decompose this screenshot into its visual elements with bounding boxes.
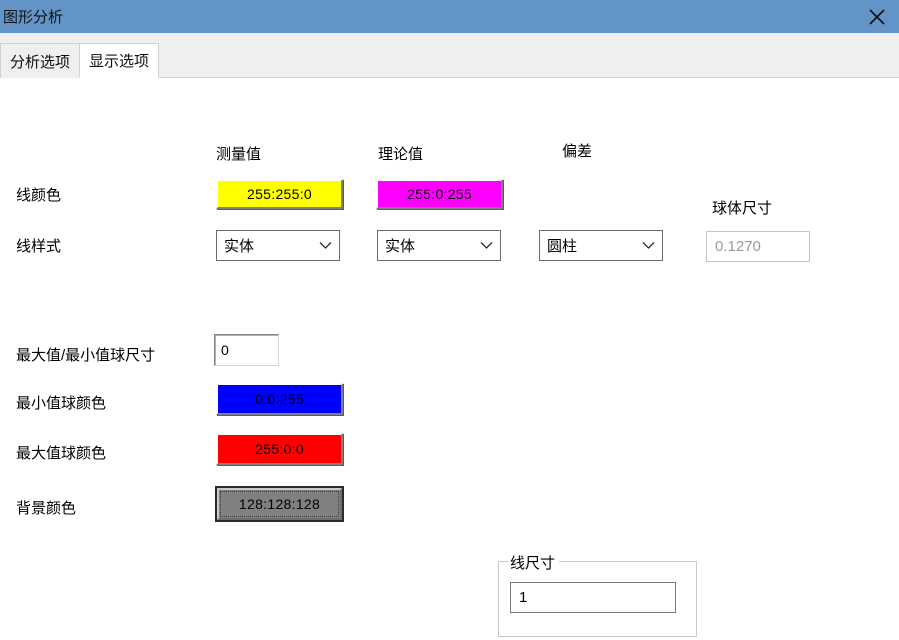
minmax-sphere-size-input[interactable]: 0	[214, 334, 279, 366]
label-minmax-sphere-size: 最大值/最小值球尺寸	[16, 347, 156, 364]
line-style-measured-value: 实体	[224, 238, 255, 255]
column-header-measured: 测量值	[216, 146, 262, 163]
line-color-measured-swatch[interactable]: 255:255:0	[216, 179, 343, 209]
line-color-measured-value: 255:255:0	[247, 186, 312, 202]
line-color-theoretical-swatch[interactable]: 255:0:255	[376, 179, 503, 209]
background-color-swatch[interactable]: 128:128:128	[215, 486, 344, 522]
min-sphere-color-value: 0:0:255	[255, 391, 304, 407]
min-sphere-color-swatch[interactable]: 0:0:255	[216, 383, 343, 415]
tab-strip: 分析选项 显示选项	[0, 33, 899, 78]
line-style-deviation-select[interactable]: 圆柱	[539, 230, 663, 261]
label-line-color: 线颜色	[16, 187, 62, 204]
chevron-down-icon	[311, 241, 339, 250]
label-max-sphere-color: 最大值球颜色	[16, 445, 107, 462]
chevron-down-icon	[634, 241, 662, 250]
line-style-deviation-value: 圆柱	[547, 238, 578, 255]
line-style-theoretical-value: 实体	[385, 238, 416, 255]
line-size-value: 1	[519, 589, 528, 606]
label-min-sphere-color: 最小值球颜色	[16, 395, 107, 412]
line-color-theoretical-value: 255:0:255	[407, 186, 472, 202]
display-options-panel: 测量值 理论值 偏差 线颜色 255:255:0 255:0:255 线样式 实…	[0, 78, 899, 640]
tab-analysis-options[interactable]: 分析选项	[0, 43, 81, 78]
line-style-measured-select[interactable]: 实体	[216, 230, 340, 261]
line-style-theoretical-select[interactable]: 实体	[377, 230, 501, 261]
line-size-groupbox: 线尺寸 1	[498, 552, 697, 637]
window-titlebar: 图形分析	[0, 0, 899, 33]
tab-display-options[interactable]: 显示选项	[79, 43, 160, 78]
tab-display-options-label: 显示选项	[89, 53, 150, 70]
minmax-sphere-size-value: 0	[221, 342, 229, 358]
tab-analysis-options-label: 分析选项	[10, 53, 71, 71]
max-sphere-color-value: 255:0:0	[255, 441, 304, 457]
label-sphere-size: 球体尺寸	[712, 200, 773, 217]
label-background-color: 背景颜色	[16, 500, 77, 517]
sphere-size-input[interactable]: 0.1270	[706, 231, 810, 262]
chevron-down-icon	[472, 241, 500, 250]
max-sphere-color-swatch[interactable]: 255:0:0	[216, 433, 343, 465]
background-color-value: 128:128:128	[238, 496, 321, 512]
column-header-theoretical: 理论值	[378, 146, 424, 163]
sphere-size-value: 0.1270	[715, 238, 761, 255]
close-button[interactable]	[855, 0, 899, 33]
label-line-style: 线样式	[16, 238, 62, 255]
line-size-groupbox-title: 线尺寸	[508, 552, 560, 573]
column-header-deviation: 偏差	[562, 143, 593, 160]
close-icon	[868, 8, 886, 26]
window-title: 图形分析	[3, 9, 64, 26]
line-size-input[interactable]: 1	[510, 582, 676, 613]
